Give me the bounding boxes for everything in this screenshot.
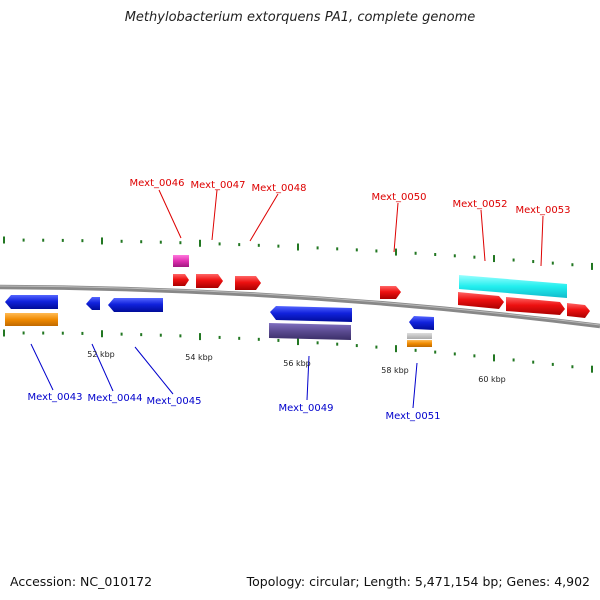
gene-arrow-mext-0053[interactable]: [506, 297, 565, 315]
gene-label-mext-0051[interactable]: Mext_0051: [386, 411, 441, 422]
map-title: Methylobacterium extorquens PA1, complet…: [124, 10, 476, 25]
gene-arrow-mext-0048[interactable]: [235, 276, 261, 290]
forward-genes: [173, 255, 590, 318]
gene-arrow-mext-0052[interactable]: [458, 292, 504, 309]
gene-magenta-feature[interactable]: [173, 255, 189, 267]
scale-label-52kbp: 52 kbp: [87, 350, 115, 359]
gene-arrow-mext-0044[interactable]: [86, 297, 100, 310]
gene-arrow-right-end[interactable]: [567, 303, 590, 318]
gene-arrow-mext-0050[interactable]: [380, 286, 401, 299]
gene-label-mext-0045[interactable]: Mext_0045: [147, 396, 202, 407]
gene-label-mext-0053[interactable]: Mext_0053: [516, 205, 571, 216]
top-gene-labels: Mext_0046 Mext_0047 Mext_0048 Mext_0050 …: [130, 178, 571, 216]
gene-arrow-mext-0045[interactable]: [108, 298, 163, 312]
scale-label-58kbp: 58 kbp: [381, 366, 409, 375]
gene-arrow-mext-0049[interactable]: [270, 306, 352, 322]
gene-arrow-mext-0046[interactable]: [173, 274, 189, 286]
gene-label-mext-0044[interactable]: Mext_0044: [88, 393, 143, 404]
tick-row-bottom: [3, 329, 593, 373]
genome-backbone: [0, 284, 600, 329]
scale-label-60kbp: 60 kbp: [478, 375, 506, 384]
gene-arrow-mext-0051[interactable]: [409, 316, 434, 330]
genome-summary-text: Topology: circular; Length: 5,471,154 bp…: [246, 574, 590, 589]
gene-label-mext-0050[interactable]: Mext_0050: [372, 192, 427, 203]
scale-label-54kbp: 54 kbp: [185, 353, 213, 362]
gene-label-mext-0043[interactable]: Mext_0043: [28, 392, 83, 403]
scale-label-56kbp: 56 kbp: [283, 359, 311, 368]
gene-label-mext-0046[interactable]: Mext_0046: [130, 178, 185, 189]
accession-text: Accession: NC_010172: [10, 574, 153, 589]
gene-orange-feature-right[interactable]: [407, 340, 432, 347]
tick-row-top: [3, 236, 593, 270]
bottom-leader-lines: [30, 343, 418, 409]
gene-label-mext-0052[interactable]: Mext_0052: [453, 199, 508, 210]
gene-arrow-mext-0043[interactable]: [5, 295, 58, 309]
gene-orange-feature-left[interactable]: [5, 313, 58, 326]
reverse-genes: [5, 295, 434, 347]
gene-label-mext-0047[interactable]: Mext_0047: [191, 180, 246, 191]
gene-grey-feature[interactable]: [407, 333, 432, 339]
gene-purple-feature[interactable]: [269, 323, 351, 340]
gene-label-mext-0049[interactable]: Mext_0049: [279, 403, 334, 414]
gene-label-mext-0048[interactable]: Mext_0048: [252, 183, 307, 194]
gene-arrow-mext-0047[interactable]: [196, 274, 223, 288]
gene-cyan-feature[interactable]: [459, 275, 567, 298]
bottom-gene-labels: Mext_0043 Mext_0044 Mext_0045 Mext_0049 …: [28, 392, 441, 422]
top-leader-lines: [158, 189, 544, 267]
scale-labels: 52 kbp 54 kbp 56 kbp 58 kbp 60 kbp: [87, 350, 506, 384]
